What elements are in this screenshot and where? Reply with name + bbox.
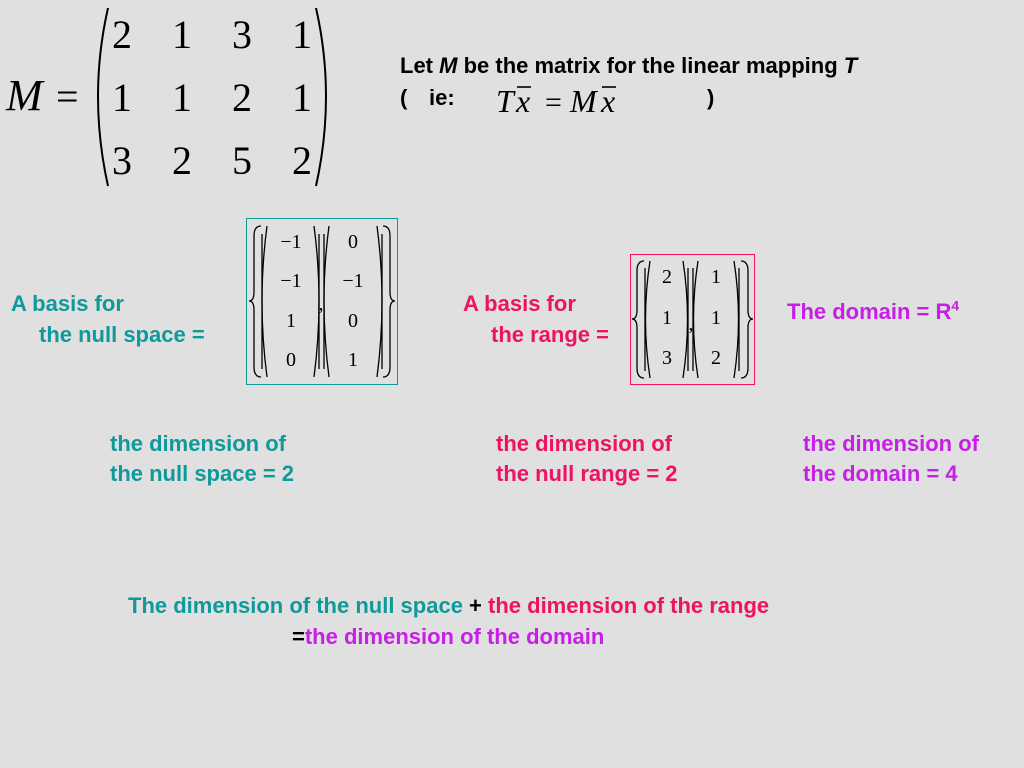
- matrix-cell: 5: [232, 138, 252, 183]
- eq-lhs-x: x: [515, 83, 530, 119]
- eq-rhs-x: x: [600, 83, 615, 119]
- null-vector-entry: 0: [348, 231, 358, 253]
- vector1-left-paren: [261, 225, 268, 378]
- null-vector-entry: 1: [286, 310, 296, 332]
- intro-be: be the matrix for the linear mapping: [463, 53, 838, 78]
- range-dimension-line2: the null range = 2: [496, 461, 678, 486]
- matrix-cell: 1: [172, 75, 192, 120]
- intro-t: T: [843, 53, 858, 78]
- matrix-cell: 3: [232, 12, 252, 57]
- summary-plus: +: [462, 593, 489, 618]
- summary-equals: =: [292, 624, 305, 649]
- intro-close-paren: ): [707, 85, 715, 110]
- null-vector-entry: −1: [280, 270, 301, 292]
- summary-range-part: the dimension of the range: [488, 593, 770, 618]
- null-vector-entry: 1: [348, 349, 358, 371]
- matrix-cell: 2: [172, 138, 192, 183]
- domain-dimension-line1: the dimension of: [803, 431, 979, 456]
- domain-dimension-line2: the domain = 4: [803, 461, 958, 486]
- matrix-equals: =: [56, 74, 79, 119]
- eq-equals: =: [545, 86, 562, 119]
- intro-let: Let: [400, 53, 433, 78]
- matrix-cell: 1: [292, 12, 312, 57]
- range-basis: 2 1 3 1 1 2 ,: [631, 260, 754, 379]
- range-vector-entry: 1: [711, 307, 721, 329]
- null-vector-entry: 0: [348, 310, 358, 332]
- matrix-left-paren: [97, 7, 109, 187]
- brace-right: [382, 225, 396, 378]
- brace-right: [740, 260, 754, 379]
- null-vector-entry: 0: [286, 349, 296, 371]
- vector1-left-paren: [644, 260, 651, 379]
- summary-line-2: =the dimension of the domain: [292, 621, 604, 652]
- null-vector-separator: ,: [319, 293, 324, 315]
- matrix-m: M = 2 1 3 1 1 1 2 1 3 2 5 2: [5, 7, 327, 187]
- null-dimension-line2: the null space = 2: [110, 461, 295, 486]
- intro-line-1: Let M be the matrix for the linear mappi…: [400, 50, 857, 81]
- null-space-label-line1: A basis for: [11, 291, 124, 316]
- null-vector-entry: −1: [342, 270, 363, 292]
- range-vector-entry: 2: [662, 266, 672, 288]
- vector2-right-paren: [376, 225, 383, 378]
- matrix-cell: 3: [112, 138, 132, 183]
- range-vector-entry: 2: [711, 347, 721, 369]
- matrix-cell: 2: [292, 138, 312, 183]
- vector2-left-paren: [323, 225, 330, 378]
- range-vector-entry: 1: [662, 307, 672, 329]
- matrix-right-paren: [315, 7, 327, 187]
- vector1-right-paren: [682, 260, 689, 379]
- matrix-cell: 1: [172, 12, 192, 57]
- matrix-cell: 1: [112, 75, 132, 120]
- summary-domain-part: the dimension of the domain: [304, 624, 605, 649]
- summary-line-1: The dimension of the null space + the di…: [128, 590, 769, 621]
- range-basis-box: [630, 254, 755, 385]
- range-dimension-line1: the dimension of: [496, 431, 672, 456]
- range-vector-entry: 1: [711, 266, 721, 288]
- null-space-label-line2: the null space =: [39, 322, 205, 347]
- null-vector-entry: −1: [280, 231, 301, 253]
- range-label-line1: A basis for: [463, 291, 576, 316]
- domain-superscript: 4: [951, 297, 960, 314]
- range-vector-separator: ,: [689, 313, 694, 335]
- intro-ie: ie:: [429, 85, 455, 110]
- intro-open-paren: (: [400, 85, 408, 110]
- summary-null-part: The dimension of the null space: [128, 593, 463, 618]
- eq-lhs-t: T: [496, 83, 516, 119]
- matrix-name: M: [5, 71, 45, 120]
- intro-m: M: [439, 53, 458, 78]
- brace-left: [631, 260, 645, 379]
- brace-left: [248, 225, 262, 378]
- vector2-right-paren: [733, 260, 740, 379]
- matrix-cell: 2: [232, 75, 252, 120]
- vector2-left-paren: [692, 260, 699, 379]
- equation-tx-mx: T x M x =: [496, 83, 616, 119]
- domain-label: The domain = R4: [787, 296, 959, 327]
- matrix-cell: 2: [112, 12, 132, 57]
- null-space-basis: −1 −1 1 0 0 −1 0 1 ,: [248, 225, 396, 378]
- matrix-cell: 1: [292, 75, 312, 120]
- eq-rhs-m: M: [569, 83, 599, 119]
- range-vector-entry: 3: [662, 347, 672, 369]
- null-space-basis-box: [246, 218, 398, 385]
- range-label-line2: the range =: [491, 322, 609, 347]
- domain-label-text: The domain = R: [787, 299, 952, 324]
- null-dimension-line1: the dimension of: [110, 431, 286, 456]
